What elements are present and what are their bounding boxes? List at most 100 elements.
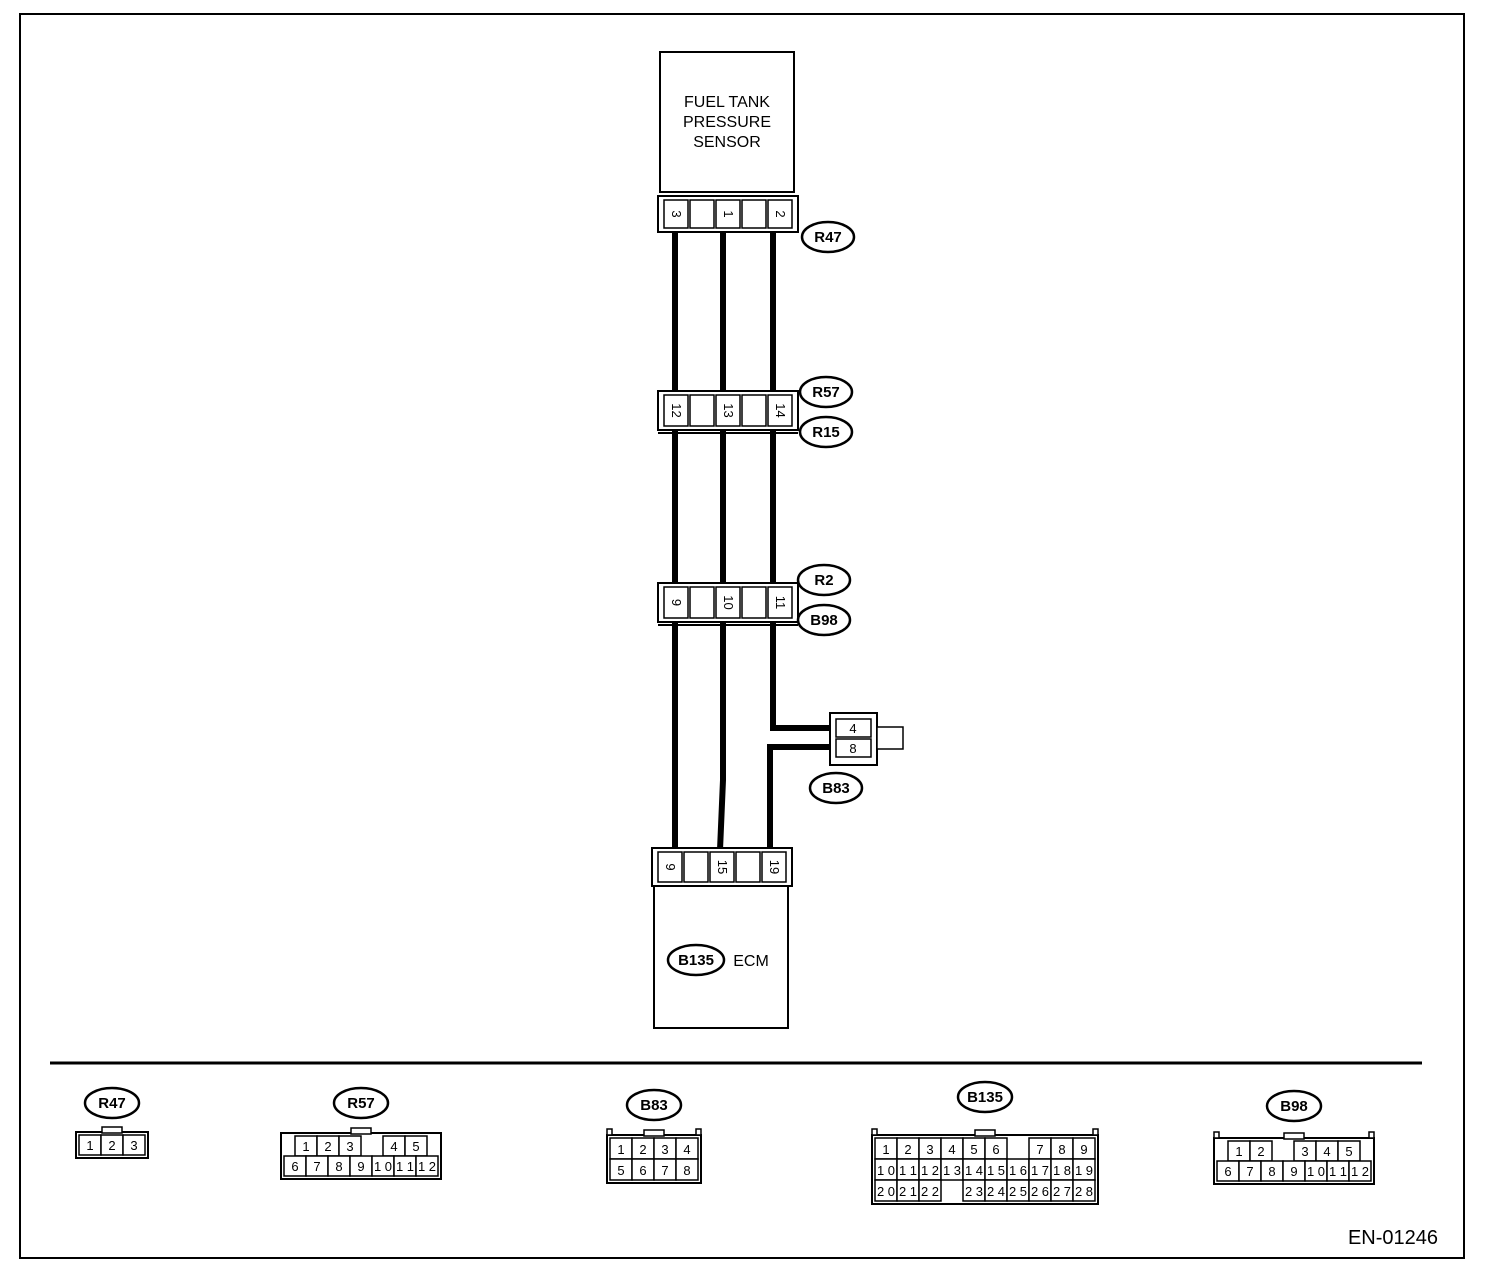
r2_b98-pin-10: 10 (721, 595, 736, 609)
view-b98-ear-right (1368, 1131, 1375, 1139)
view-b83-pin-4: 4 (683, 1142, 690, 1157)
view-b83-pin-3: 3 (661, 1142, 668, 1157)
view-b83-pin-8: 8 (683, 1163, 690, 1178)
view-r47-cavity (122, 1134, 146, 1156)
view-r47-oval (83, 1086, 141, 1120)
view-b98-pin-5: 5 (1345, 1144, 1352, 1159)
r57_r15-pin-13: 13 (721, 403, 736, 417)
view-r57-pin-4: 4 (390, 1139, 397, 1154)
connector-r47-strip: 3 1 2 (657, 195, 799, 233)
view-b83-pin-5: 5 (617, 1163, 624, 1178)
view-b83-ear-left (606, 1128, 613, 1136)
label-b83: B83 (822, 780, 850, 797)
r2_b98-cavity (715, 586, 741, 619)
view-r57-pin-1: 1 (302, 1139, 309, 1154)
view-b83-pin-6: 6 (639, 1163, 646, 1178)
b135-pin-9: 9 (663, 863, 678, 870)
view-b98-pin-3: 3 (1301, 1144, 1308, 1159)
view-b135-pin-8: 8 (1058, 1142, 1065, 1157)
r47-cavity (663, 199, 689, 229)
r47-pin-2: 2 (773, 210, 788, 217)
view-r57-pin-3: 3 (346, 1139, 353, 1154)
view-r57-pin-6: 6 (291, 1159, 298, 1174)
view-b83-pin-1: 1 (617, 1142, 624, 1157)
r47-cavity (715, 199, 741, 229)
wire-b83-pin8-to-ecm-pin19 (767, 744, 836, 850)
view-r57-oval (332, 1086, 390, 1120)
view-r57-pin-5: 5 (412, 1139, 419, 1154)
r47-pin-3: 3 (669, 210, 684, 217)
ecm-module: B135 ECM (653, 885, 789, 1029)
view-b135-pin-7: 7 (1036, 1142, 1043, 1157)
fuel-tank-pressure-sensor: FUEL TANK PRESSURE SENSOR (659, 51, 795, 193)
view-b98-pin-6: 6 (1224, 1164, 1231, 1179)
b135-cavity (683, 851, 709, 883)
view-b83-pin-7: 7 (661, 1163, 668, 1178)
view-b135-ear-left (871, 1128, 878, 1136)
b135-pin-15: 15 (715, 860, 730, 874)
view-r57-cavity (415, 1155, 439, 1177)
view-b135-pin-5: 5 (970, 1142, 977, 1157)
view-b98-pin-7: 7 (1246, 1164, 1253, 1179)
r2_b98-pin-9: 9 (669, 599, 684, 606)
r57_r15-cavity (767, 394, 793, 427)
view-b98-lock-tab (1283, 1132, 1305, 1140)
connector-b83: 4 8 (829, 712, 904, 766)
connector-b135-strip: 9 15 19 (651, 847, 793, 887)
r57_r15-cavity (689, 394, 715, 427)
view-r57-pin-7: 7 (313, 1159, 320, 1174)
label-r15: R15 (812, 424, 840, 441)
view-b98-pin-1: 1 (1235, 1144, 1242, 1159)
r2_b98-cavity (767, 586, 793, 619)
view-b83-label: B83 (640, 1097, 668, 1114)
view-b98-pin-9: 9 (1290, 1164, 1297, 1179)
view-b135-cavity (918, 1179, 942, 1202)
view-b135-pin-9: 9 (1080, 1142, 1087, 1157)
view-b83-pin-2: 2 (639, 1142, 646, 1157)
r47-cavity (689, 199, 715, 229)
view-r47-lock-tab (101, 1126, 123, 1134)
r57_r15-cavity (715, 394, 741, 427)
label-r2: R2 (814, 572, 833, 589)
label-r47: R47 (814, 229, 842, 246)
connector-labels: R47 R57 R15 R2 B98 B83 (796, 220, 864, 805)
wire-b98-pin11-to-b83-pin4 (770, 622, 836, 731)
connector-r2-b98-strip: 9 10 11 (657, 582, 799, 626)
b83-pin-8: 8 (849, 741, 856, 756)
view-b135-pin-4: 4 (948, 1142, 955, 1157)
view-r47-pin-3: 3 (130, 1138, 137, 1153)
view-b98-oval (1265, 1089, 1323, 1123)
view-r47-pin-2: 2 (108, 1138, 115, 1153)
b135-cavity (709, 851, 735, 883)
label-b98: B98 (810, 612, 838, 629)
wire-harness (672, 232, 836, 851)
view-r57-pin-9: 9 (357, 1159, 364, 1174)
wire-sensor-pin1-to-ecm-pin15-c (717, 622, 726, 851)
view-b98-label: B98 (1280, 1098, 1308, 1115)
view-b83-oval (625, 1088, 683, 1122)
r2_b98-pin-11: 11 (773, 596, 788, 610)
sensor-name-line-3: SENSOR (693, 134, 761, 151)
label-r57: R57 (812, 384, 840, 401)
view-b135-label: B135 (967, 1089, 1003, 1106)
figure-code: EN-01246 (1348, 1227, 1438, 1249)
view-b98-pin-2: 2 (1257, 1144, 1264, 1159)
r47-pin-1: 1 (721, 210, 736, 217)
ecm-connector-label-oval (666, 943, 726, 977)
view-b98-pin-4: 4 (1323, 1144, 1330, 1159)
view-r47-pin-1: 1 (86, 1138, 93, 1153)
view-b98-pin-8: 8 (1268, 1164, 1275, 1179)
view-b83-lock-tab (643, 1129, 665, 1137)
r47-cavity (767, 199, 793, 229)
view-b135-pin-6: 6 (992, 1142, 999, 1157)
view-b135-pin-2: 2 (904, 1142, 911, 1157)
r57_r15-pin-14: 14 (773, 403, 788, 417)
view-r57-pin-2: 2 (324, 1139, 331, 1154)
b135-pin-19: 19 (767, 860, 782, 874)
r47-cavity (741, 199, 767, 229)
ecm-connector-label: B135 (678, 952, 714, 969)
